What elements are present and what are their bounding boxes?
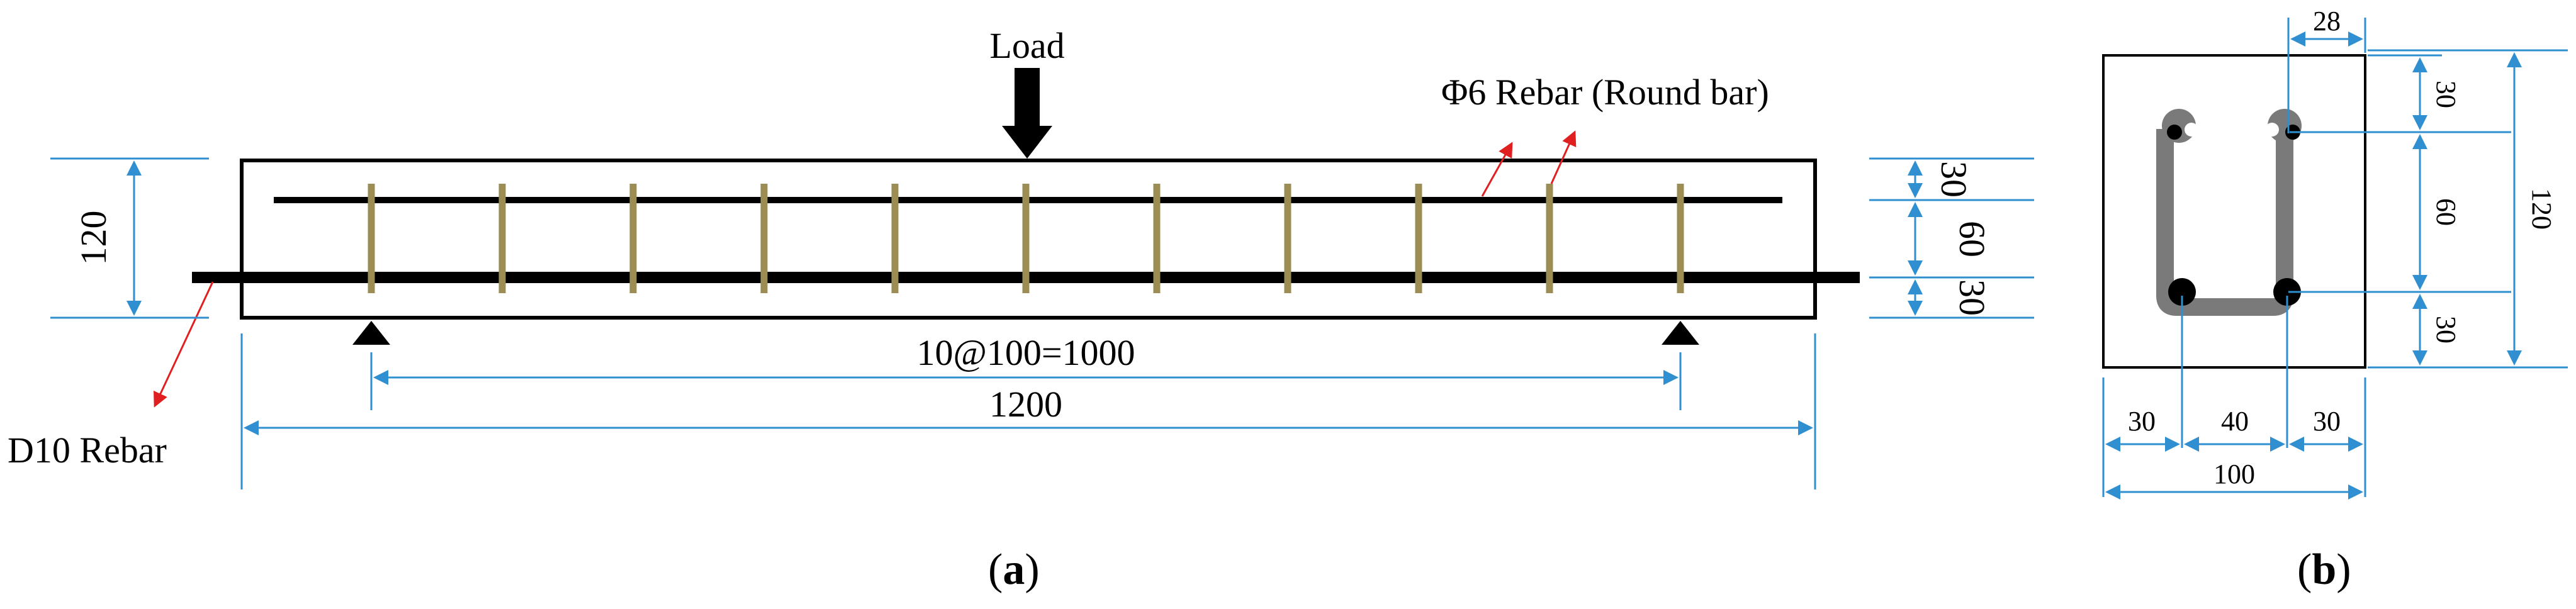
concrete-beam-outline — [240, 159, 1817, 320]
section-top-dim-label: 28 — [2313, 6, 2341, 36]
right-dim-top: 30 — [1933, 161, 1974, 198]
section-right-dim-middle: 60 — [2431, 198, 2461, 226]
section-bottom-dim-left: 30 — [2128, 406, 2156, 437]
bottom-left-d10-bar — [2168, 278, 2196, 306]
load-arrow-icon — [1002, 68, 1052, 159]
section-right-inner-dimensions — [2288, 54, 2511, 369]
panel-b-cross-section: 28 30 60 30 120 — [2102, 6, 2568, 594]
section-top-dimension — [2287, 18, 2366, 133]
right-dim-middle: 60 — [1952, 221, 1993, 257]
right-dim-bottom: 30 — [1952, 279, 1993, 316]
left-hook-notch — [2185, 123, 2198, 137]
round-bar-label: Φ6 Rebar (Round bar) — [1441, 72, 1769, 113]
load-label: Load — [989, 25, 1064, 66]
section-bottom-dim-middle: 40 — [2221, 406, 2249, 437]
section-right-total-dimension — [2368, 49, 2568, 369]
span-dim-label: 10@100=1000 — [916, 332, 1135, 373]
section-outline — [2102, 54, 2366, 369]
d10-label: D10 Rebar — [8, 430, 167, 471]
section-bottom-dimensions — [2102, 296, 2366, 497]
right-cover-dimensions — [1869, 157, 2034, 319]
round-bar-leader-1 — [1481, 142, 1513, 197]
section-bottom-total-label: 100 — [2213, 459, 2255, 489]
round-bar-leader-2 — [1550, 130, 1577, 184]
section-right-dim-bottom: 30 — [2431, 316, 2461, 344]
right-hook-notch — [2265, 123, 2279, 137]
panel-a-caption: (a) — [988, 545, 1040, 594]
panel-a-beam-elevation: Load Φ6 Rebar (Round bar) D10 Rebar 120 — [8, 25, 2034, 594]
section-right-dim-top: 30 — [2431, 81, 2461, 108]
section-right-total-label: 120 — [2526, 188, 2557, 230]
bottom-right-d10-bar — [2273, 278, 2301, 306]
right-support-icon — [1662, 321, 1699, 345]
height-dim-label: 120 — [73, 211, 114, 265]
beam-stirrups — [368, 184, 1684, 293]
length-dimension — [240, 333, 1816, 489]
length-dim-label: 1200 — [989, 384, 1062, 425]
section-bottom-dim-right: 30 — [2313, 406, 2341, 437]
panel-b-caption: (b) — [2297, 545, 2351, 594]
height-dimension — [50, 157, 209, 319]
span-dimension — [370, 352, 1682, 410]
top-left-round-bar — [2167, 125, 2182, 140]
d10-leader — [154, 281, 214, 408]
left-support-icon — [352, 321, 390, 345]
